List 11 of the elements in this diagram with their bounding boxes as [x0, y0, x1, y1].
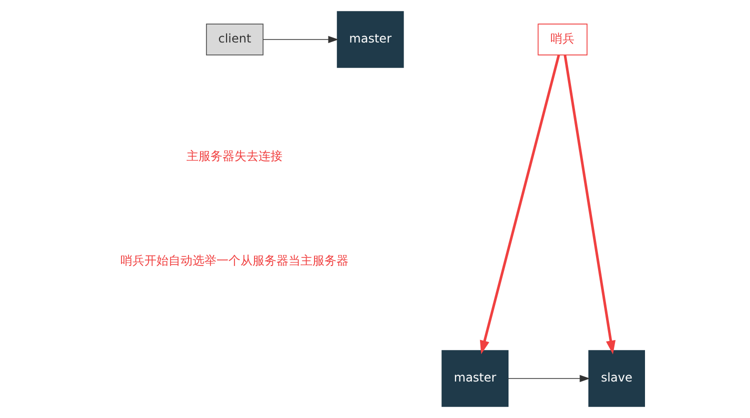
- arrow: [479, 54, 560, 354]
- node-box: master: [441, 350, 508, 407]
- node-box: client: [205, 24, 263, 56]
- node-box: master: [336, 11, 404, 68]
- arrow: [563, 54, 616, 354]
- arrow: [262, 36, 338, 44]
- arrow: [507, 374, 590, 382]
- label: 哨兵开始自动选举一个从服务器当主服务器: [120, 254, 348, 268]
- node-box: slave: [588, 350, 644, 407]
- label: 主服务器失去连接: [186, 148, 282, 163]
- node-box: 哨兵: [537, 24, 587, 56]
